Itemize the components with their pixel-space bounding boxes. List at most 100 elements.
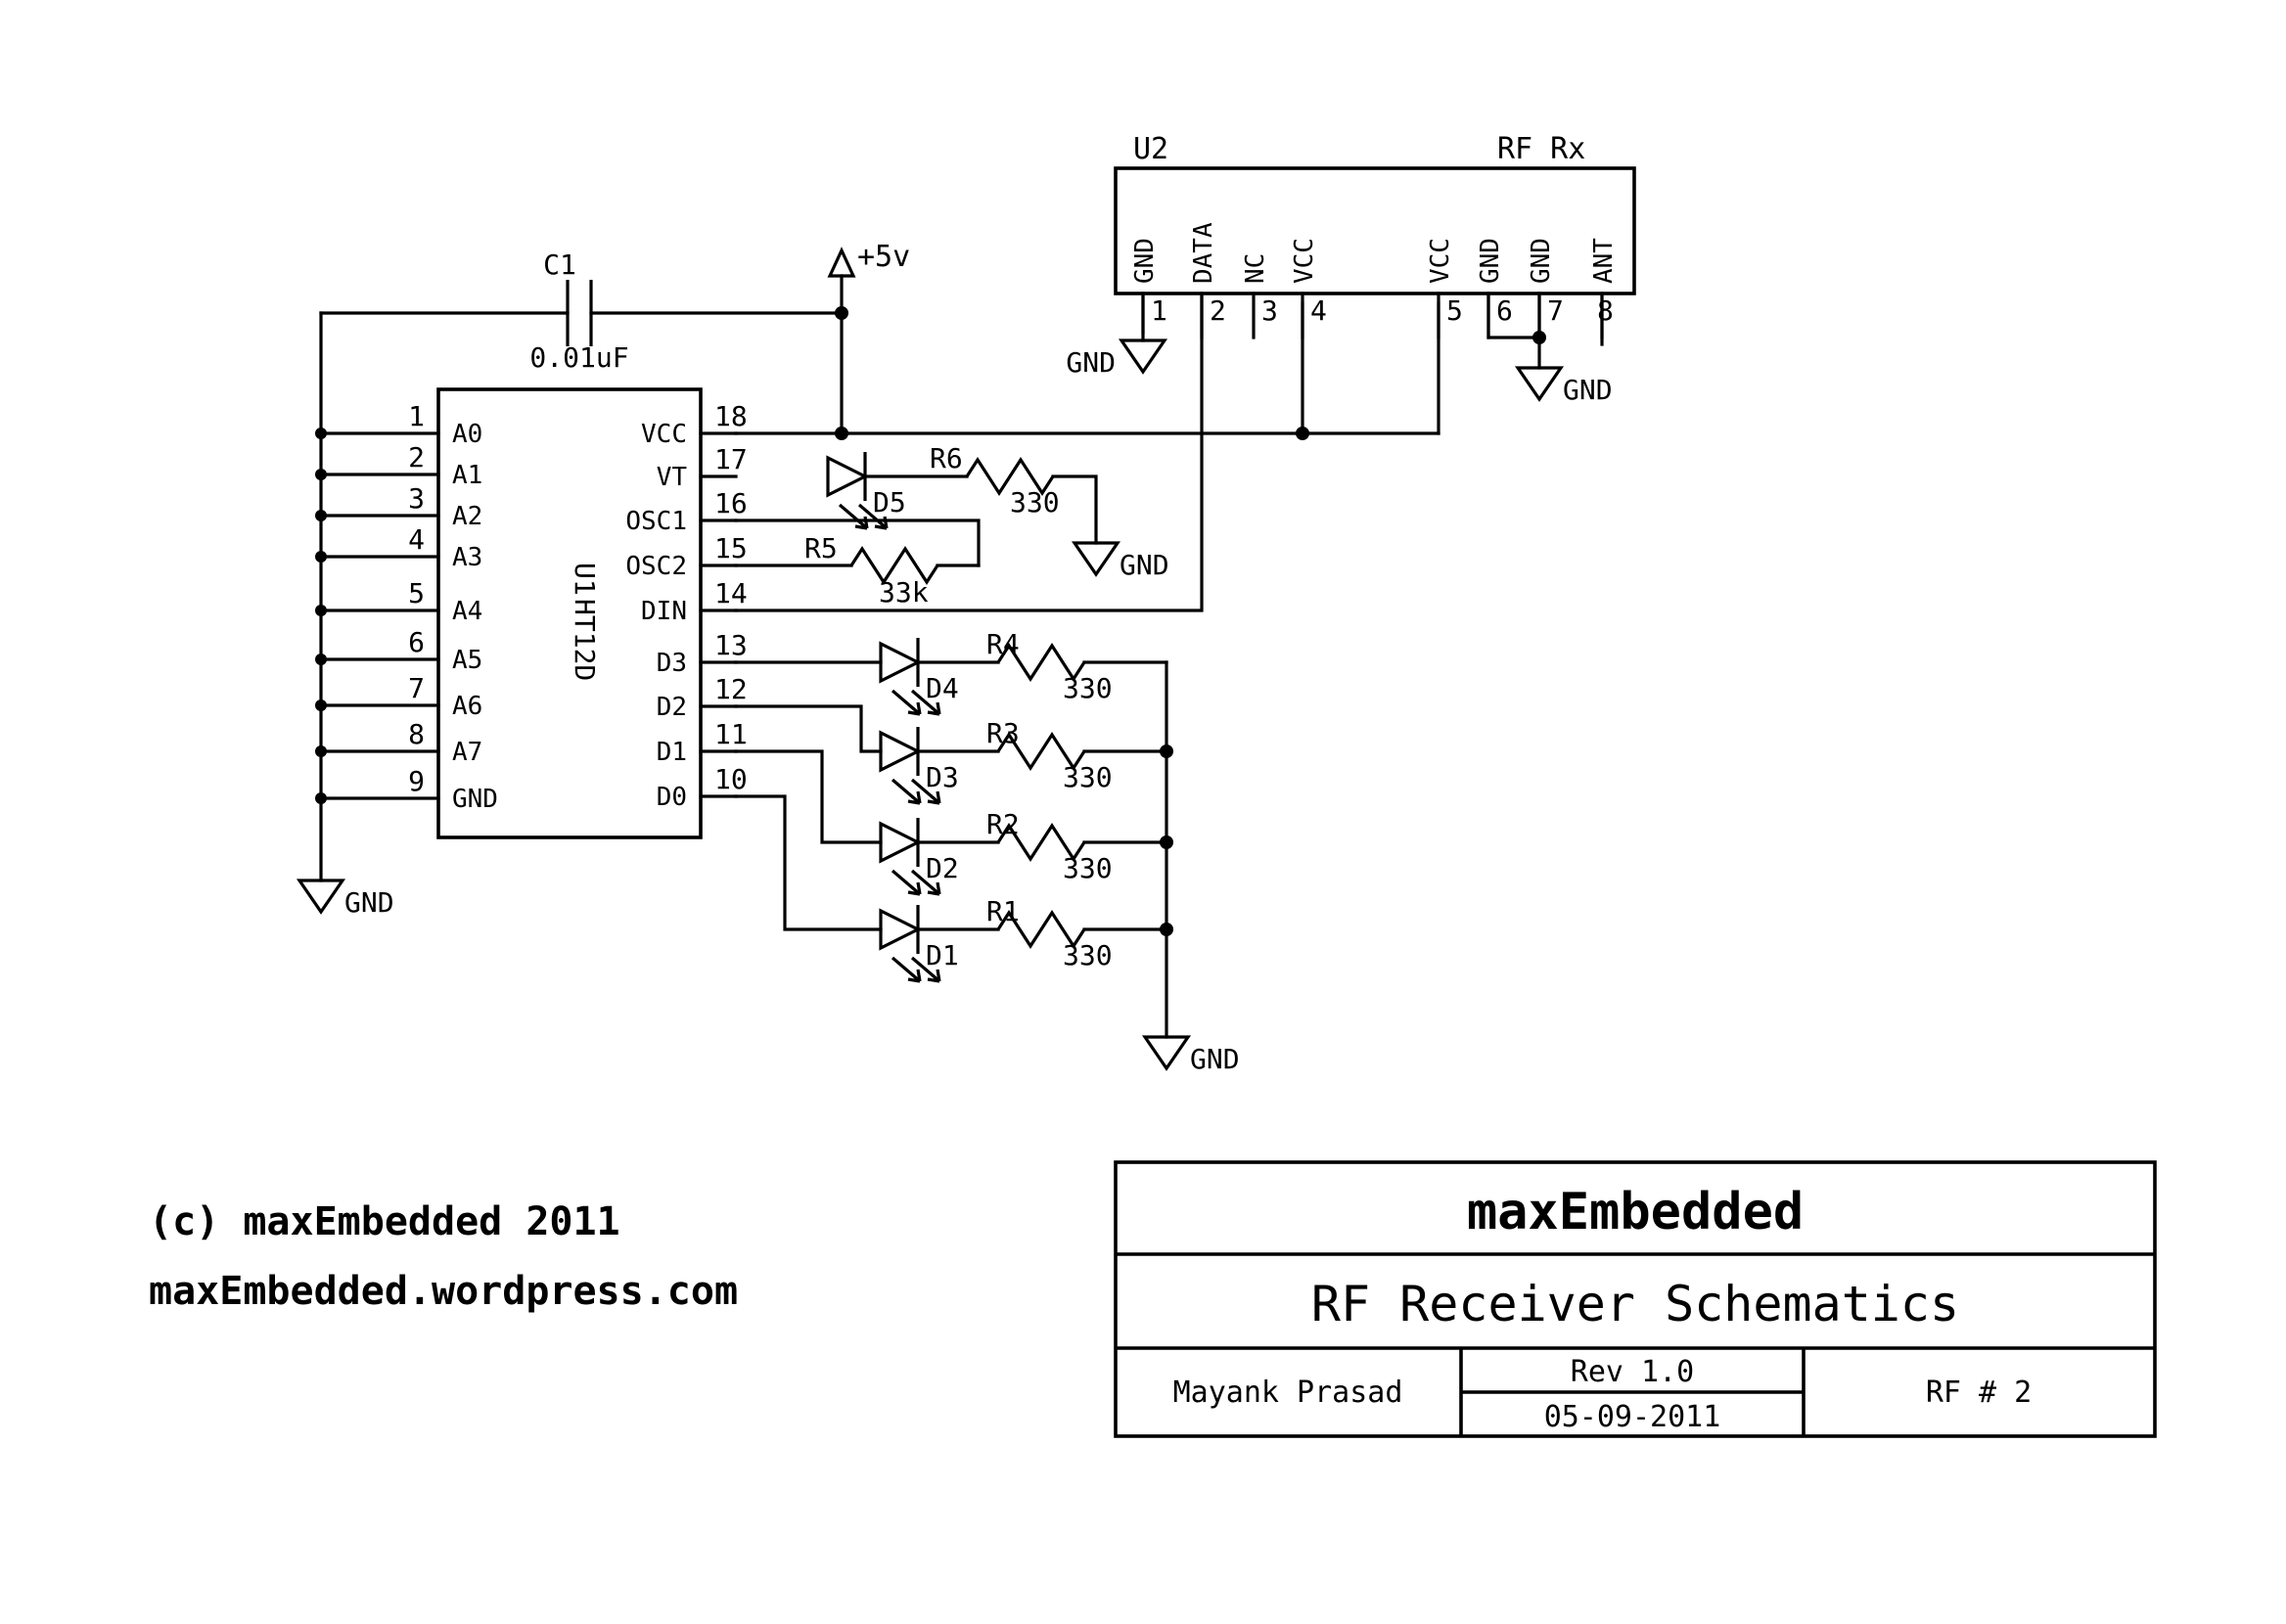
d1pin-to-d2-wire xyxy=(734,749,883,844)
u1-pin-number-6: 6 xyxy=(408,626,425,658)
r6-to-gnd-wire xyxy=(1051,474,1098,545)
r6-resistor-symbol xyxy=(965,457,1055,496)
u2-pin-name-2: DATA xyxy=(1189,222,1218,284)
u1-pin-number-12: 12 xyxy=(714,673,748,705)
u1-pin-name-osc2: OSC2 xyxy=(625,552,687,581)
d2pin-to-d3-wire xyxy=(734,704,883,753)
d5-refdes: D5 xyxy=(873,486,906,519)
u1-pin-name-d0: D0 xyxy=(657,783,687,812)
u2-pin-name-5: VCC xyxy=(1426,238,1455,284)
r2-resistor-symbol xyxy=(996,823,1086,862)
r4-refdes: R4 xyxy=(986,628,1020,660)
u1-pin-name-d1: D1 xyxy=(657,738,687,767)
junction-vcc-5v xyxy=(835,427,848,440)
r4-value: 330 xyxy=(1063,672,1113,704)
d0pin-to-d1-wire xyxy=(734,794,883,931)
r6-value: 330 xyxy=(1010,486,1060,519)
gnd-label-u2-pin1: GND xyxy=(1066,346,1116,379)
u2-pin1-gnd-net xyxy=(1118,292,1168,375)
u2-pin-name-7: GND xyxy=(1527,238,1556,284)
u1-pin-number-10: 10 xyxy=(714,763,748,795)
u1-pin-name-a2: A2 xyxy=(452,502,482,531)
r5-refdes: R5 xyxy=(804,532,838,564)
u1-pin-number-13: 13 xyxy=(714,629,748,661)
r5-value: 33k xyxy=(879,576,929,609)
r2-refdes: R2 xyxy=(986,808,1020,840)
u1-pin-number-5: 5 xyxy=(408,577,425,609)
gnd-label-r6: GND xyxy=(1120,549,1169,581)
u1-pin-name-d3: D3 xyxy=(657,649,687,678)
u1-pin-number-2: 2 xyxy=(408,441,425,474)
u1-refdes: U1 xyxy=(569,563,601,596)
u1-pin-number-4: 4 xyxy=(408,523,425,556)
u1-pin-number-9: 9 xyxy=(408,765,425,797)
junction-5v-c1 xyxy=(835,306,848,320)
u2-pin-number-6: 6 xyxy=(1496,294,1513,327)
u1-right-pin-wires xyxy=(699,431,738,798)
u2-pin-name-4: VCC xyxy=(1290,238,1319,284)
u1-pin-number-11: 11 xyxy=(714,718,748,750)
u1-pin-number-3: 3 xyxy=(408,482,425,515)
u1-pin-name-a4: A4 xyxy=(452,597,482,626)
u1-pin-number-8: 8 xyxy=(408,718,425,750)
u1-pin-number-1: 1 xyxy=(408,400,425,432)
u2-pin-name-8: ANT xyxy=(1589,238,1619,284)
power-label-5v: +5v xyxy=(857,240,910,274)
c1-refdes: C1 xyxy=(543,248,576,281)
u1-pin-name-din: DIN xyxy=(641,597,687,626)
u1-pin-number-15: 15 xyxy=(714,532,748,564)
u1-pin-name-vt: VT xyxy=(657,463,688,492)
u2-refdes: U2 xyxy=(1133,132,1168,166)
d4-refdes: D4 xyxy=(926,672,959,704)
title-block: maxEmbedded RF Receiver Schematics Mayan… xyxy=(1114,1160,2157,1438)
power-supply-symbol xyxy=(827,247,856,435)
u2-body xyxy=(1114,166,1636,295)
r1-refdes: R1 xyxy=(986,895,1020,927)
u1-pin-name-d2: D2 xyxy=(657,693,687,722)
r2-value: 330 xyxy=(1063,852,1113,884)
c1-value: 0.01uF xyxy=(529,341,628,374)
d2-refdes: D2 xyxy=(926,852,959,884)
r1-resistor-symbol xyxy=(996,910,1086,949)
u1-pin-number-18: 18 xyxy=(714,400,748,432)
d1-led-symbol xyxy=(879,905,941,983)
title-block-author: Mayank Prasad xyxy=(1173,1376,1403,1410)
u1-pin-number-14: 14 xyxy=(714,577,748,609)
d1-refdes: D1 xyxy=(926,939,959,971)
r5-resistor-symbol xyxy=(849,546,939,585)
r3-refdes: R3 xyxy=(986,717,1020,749)
u1-pin-name-osc1: OSC1 xyxy=(625,507,687,536)
title-block-brand: maxEmbedded xyxy=(1467,1183,1804,1241)
credit-line-2: maxEmbedded.wordpress.com xyxy=(149,1269,738,1314)
r6-refdes: R6 xyxy=(930,442,963,474)
title-block-title: RF Receiver Schematics xyxy=(1311,1276,1959,1332)
gnd-symbol-r6 xyxy=(1071,541,1121,577)
gnd-label-u1-bus: GND xyxy=(344,886,394,919)
d3-refdes: D3 xyxy=(926,761,959,793)
u1-pin-number-16: 16 xyxy=(714,487,748,519)
u2-pin-number-3: 3 xyxy=(1261,294,1278,327)
u2-pin-number-2: 2 xyxy=(1210,294,1226,327)
gnd-label-led-bus: GND xyxy=(1190,1043,1240,1075)
u1-pin-name-a3: A3 xyxy=(452,543,482,572)
u1-pin-name-a5: A5 xyxy=(452,646,482,675)
u2-device: RF Rx xyxy=(1497,132,1585,166)
u2-pin67-gnd-net xyxy=(1486,292,1565,402)
u1-left-junctions xyxy=(315,428,327,804)
title-block-sheet-id: RF # 2 xyxy=(1926,1376,2032,1410)
r5-osc1-leg xyxy=(734,519,981,567)
u1-pin-number-7: 7 xyxy=(408,672,425,704)
title-block-revision: Rev 1.0 xyxy=(1571,1355,1694,1389)
u1-pin-name-a7: A7 xyxy=(452,738,482,767)
c1-capacitor-symbol xyxy=(566,280,593,346)
u1-pin-name-a0: A0 xyxy=(452,420,482,449)
gnd-symbol-led-bus xyxy=(1141,1035,1192,1071)
gnd-label-u2-pin67: GND xyxy=(1563,374,1613,406)
u1-pin-name-a6: A6 xyxy=(452,692,482,721)
r1-value: 330 xyxy=(1063,939,1113,971)
u1-device: HT12D xyxy=(569,599,601,681)
u1-body xyxy=(436,387,703,839)
u2-pin-name-3: NC xyxy=(1241,253,1270,284)
u1-left-pin-wires xyxy=(319,431,440,800)
